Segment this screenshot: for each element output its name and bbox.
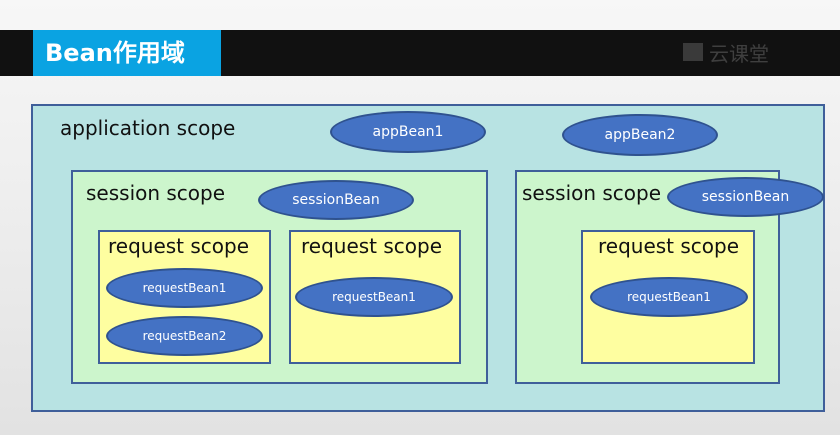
session-scope-label-1: session scope <box>86 181 226 205</box>
logo-text: 云课堂 <box>709 41 769 66</box>
session-bean-2: sessionBean <box>667 177 824 217</box>
slide-title: Bean作用域 <box>33 30 221 76</box>
request-bean-1b: requestBean1 <box>295 277 453 317</box>
request-bean-1c: requestBean1 <box>590 277 748 317</box>
app-bean-2: appBean2 <box>562 114 718 156</box>
request-bean-2a: requestBean2 <box>106 316 263 356</box>
application-scope-label: application scope <box>60 116 236 140</box>
logo: 云课堂 <box>683 38 769 66</box>
request-scope-label-3: request scope <box>598 234 740 258</box>
session-bean-1: sessionBean <box>258 180 414 220</box>
request-bean-1a: requestBean1 <box>106 268 263 308</box>
request-scope-label-1: request scope <box>108 234 250 258</box>
logo-icon <box>683 43 703 61</box>
request-scope-label-2: request scope <box>301 234 443 258</box>
session-scope-label-2: session scope <box>522 181 662 205</box>
app-bean-1: appBean1 <box>330 111 486 153</box>
